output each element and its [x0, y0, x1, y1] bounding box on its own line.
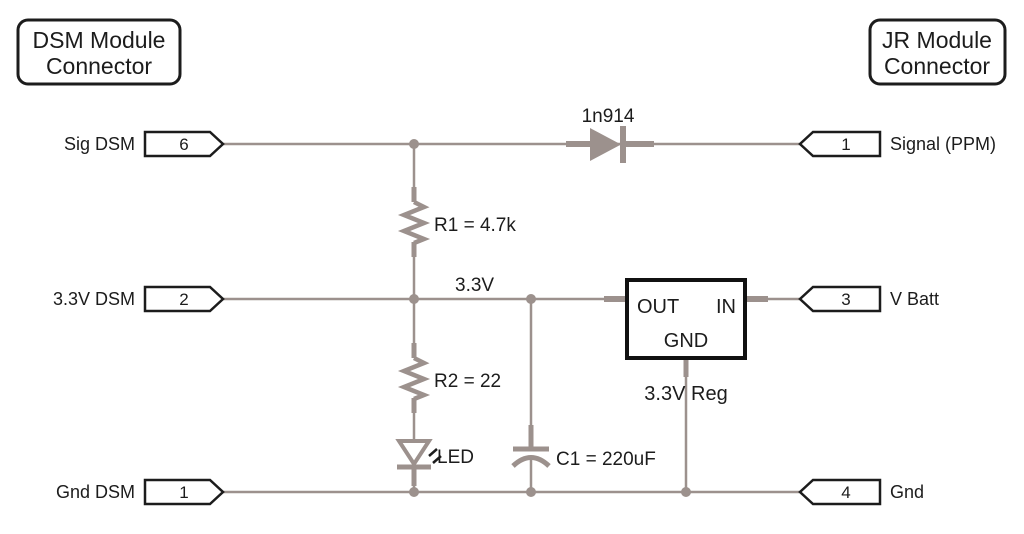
regulator-out-label: OUT	[637, 296, 679, 318]
pin-label-vbatt: V Batt	[890, 289, 939, 309]
pin-label-signal-ppm: Signal (PPM)	[890, 134, 996, 154]
led-symbol	[395, 439, 433, 468]
diode-symbol	[590, 128, 621, 161]
dsm-title-line1: DSM Module	[33, 27, 166, 53]
pin-number: 2	[179, 290, 188, 309]
resistor-r1-symbol	[397, 199, 431, 246]
junction-dot	[409, 294, 419, 304]
regulator-gnd-label: GND	[664, 330, 708, 352]
jr-title-line2: Connector	[884, 53, 990, 79]
junction-dots	[409, 139, 691, 497]
pin-number: 6	[179, 135, 188, 154]
pin-label-gnd-dsm: Gnd DSM	[56, 482, 135, 502]
capacitor-plate-curved	[511, 455, 551, 468]
connector-pin-vbatt	[798, 285, 882, 313]
pin-label-gnd-jr: Gnd	[890, 482, 924, 502]
led-emission-mark-1	[428, 448, 438, 457]
junction-dot	[526, 294, 536, 304]
pin-number: 1	[841, 135, 850, 154]
connector-pin-signal-ppm	[798, 130, 882, 158]
dsm-module-title-box	[16, 18, 182, 86]
led-label: LED	[437, 447, 474, 468]
pin-label-3v3-dsm: 3.3V DSM	[53, 289, 135, 309]
junction-dot	[681, 487, 691, 497]
pin-number: 3	[841, 290, 850, 309]
jr-module-title-box	[868, 18, 1007, 86]
regulator-in-label: IN	[716, 296, 736, 318]
junction-dot	[409, 139, 419, 149]
net-3v3-label: 3.3V	[455, 275, 494, 296]
diode-label: 1n914	[582, 106, 635, 127]
left-pin-shapes	[143, 130, 225, 506]
right-pin-shapes	[798, 130, 882, 506]
regulator-box	[625, 278, 747, 360]
connector-pin-gnd-dsm	[143, 478, 225, 506]
component-leads	[411, 141, 768, 486]
resistor-r2-symbol	[397, 355, 431, 402]
junction-dot	[526, 487, 536, 497]
pin-number: 1	[179, 483, 188, 502]
regulator-name-label: 3.3V Reg	[644, 383, 727, 405]
connector-pin-sig-dsm	[143, 130, 225, 158]
pin-number: 4	[841, 483, 850, 502]
capacitor-label: C1 = 220uF	[556, 449, 656, 470]
dsm-title-line2: Connector	[46, 53, 152, 79]
connector-pin-3v3-dsm	[143, 285, 225, 313]
pin-label-sig-dsm: Sig DSM	[64, 134, 135, 154]
junction-dot	[409, 487, 419, 497]
connector-pin-gnd-jr	[798, 478, 882, 506]
r1-label: R1 = 4.7k	[434, 215, 516, 236]
jr-title-line1: JR Module	[882, 27, 992, 53]
led-emission-marks	[428, 448, 442, 464]
r2-label: R2 = 22	[434, 371, 501, 392]
led-emission-mark-2	[432, 455, 442, 464]
